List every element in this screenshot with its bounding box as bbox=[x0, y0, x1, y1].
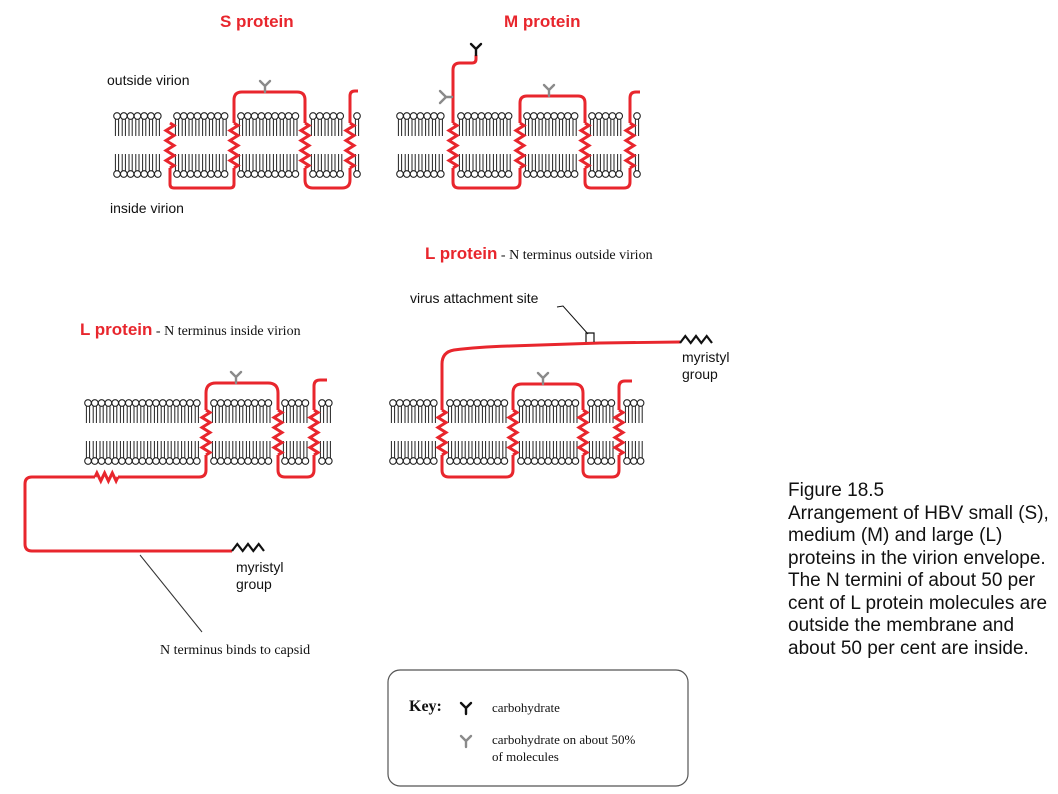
virus-attachment-site-label: virus attachment site bbox=[410, 290, 539, 306]
l-outside-diagram bbox=[389, 305, 713, 479]
inside-virion-label: inside virion bbox=[110, 200, 184, 216]
key-carbohydrate-label: carbohydrate bbox=[492, 700, 560, 715]
m-protein-title: M protein bbox=[504, 12, 581, 31]
l-outside-title: L protein - N terminus outside virion bbox=[425, 244, 653, 263]
outside-virion-label: outside virion bbox=[107, 72, 190, 88]
carbohydrate-partial-icon bbox=[536, 371, 550, 386]
n-terminus-label: N terminus binds to capsid bbox=[160, 643, 310, 658]
carbohydrate-partial-icon bbox=[542, 83, 556, 98]
myristyl-group-left bbox=[231, 542, 265, 553]
figure-caption: Figure 18.5 Arrangement of HBV small (S)… bbox=[788, 480, 1049, 659]
carbohydrate-icon bbox=[469, 42, 483, 57]
group-label-left: group bbox=[236, 576, 272, 592]
myristyl-group-right bbox=[679, 334, 713, 345]
myristyl-label-left: myristyl bbox=[236, 559, 283, 575]
l-outside-subtitle: - N terminus outside virion bbox=[497, 248, 652, 263]
m-protein-chain bbox=[446, 55, 640, 190]
l-inside-title: L protein - N terminus inside virion bbox=[80, 320, 301, 339]
l-inside-subtitle: - N terminus inside virion bbox=[152, 324, 300, 339]
key-box: Key: carbohydrate carbohydrate on about … bbox=[387, 669, 689, 787]
m-protein-diagram bbox=[396, 42, 641, 190]
l-inside-protein-chain bbox=[23, 378, 327, 553]
myristyl-label-right: myristyl bbox=[682, 349, 729, 365]
group-label-right: group bbox=[682, 366, 718, 382]
key-title: Key: bbox=[409, 698, 442, 715]
l-protein-title: L protein bbox=[80, 320, 152, 339]
carbohydrate-partial-icon bbox=[229, 370, 243, 385]
carbohydrate-partial-icon bbox=[258, 79, 272, 94]
key-partial-label-line1: carbohydrate on about 50% bbox=[492, 732, 635, 747]
l-protein-title: L protein bbox=[425, 244, 497, 263]
attachment-site-bracket bbox=[585, 332, 595, 342]
l-inside-diagram bbox=[23, 370, 333, 633]
key-partial-label-line2: of molecules bbox=[492, 749, 559, 764]
s-protein-chain bbox=[163, 89, 358, 190]
l-outside-protein-chain bbox=[435, 340, 681, 479]
attachment-site-pointer bbox=[556, 305, 589, 335]
s-protein-title: S protein bbox=[220, 12, 294, 31]
carbohydrate-partial-icon bbox=[438, 89, 454, 105]
s-protein-diagram bbox=[113, 79, 361, 190]
n-terminus-pointer bbox=[139, 554, 203, 633]
